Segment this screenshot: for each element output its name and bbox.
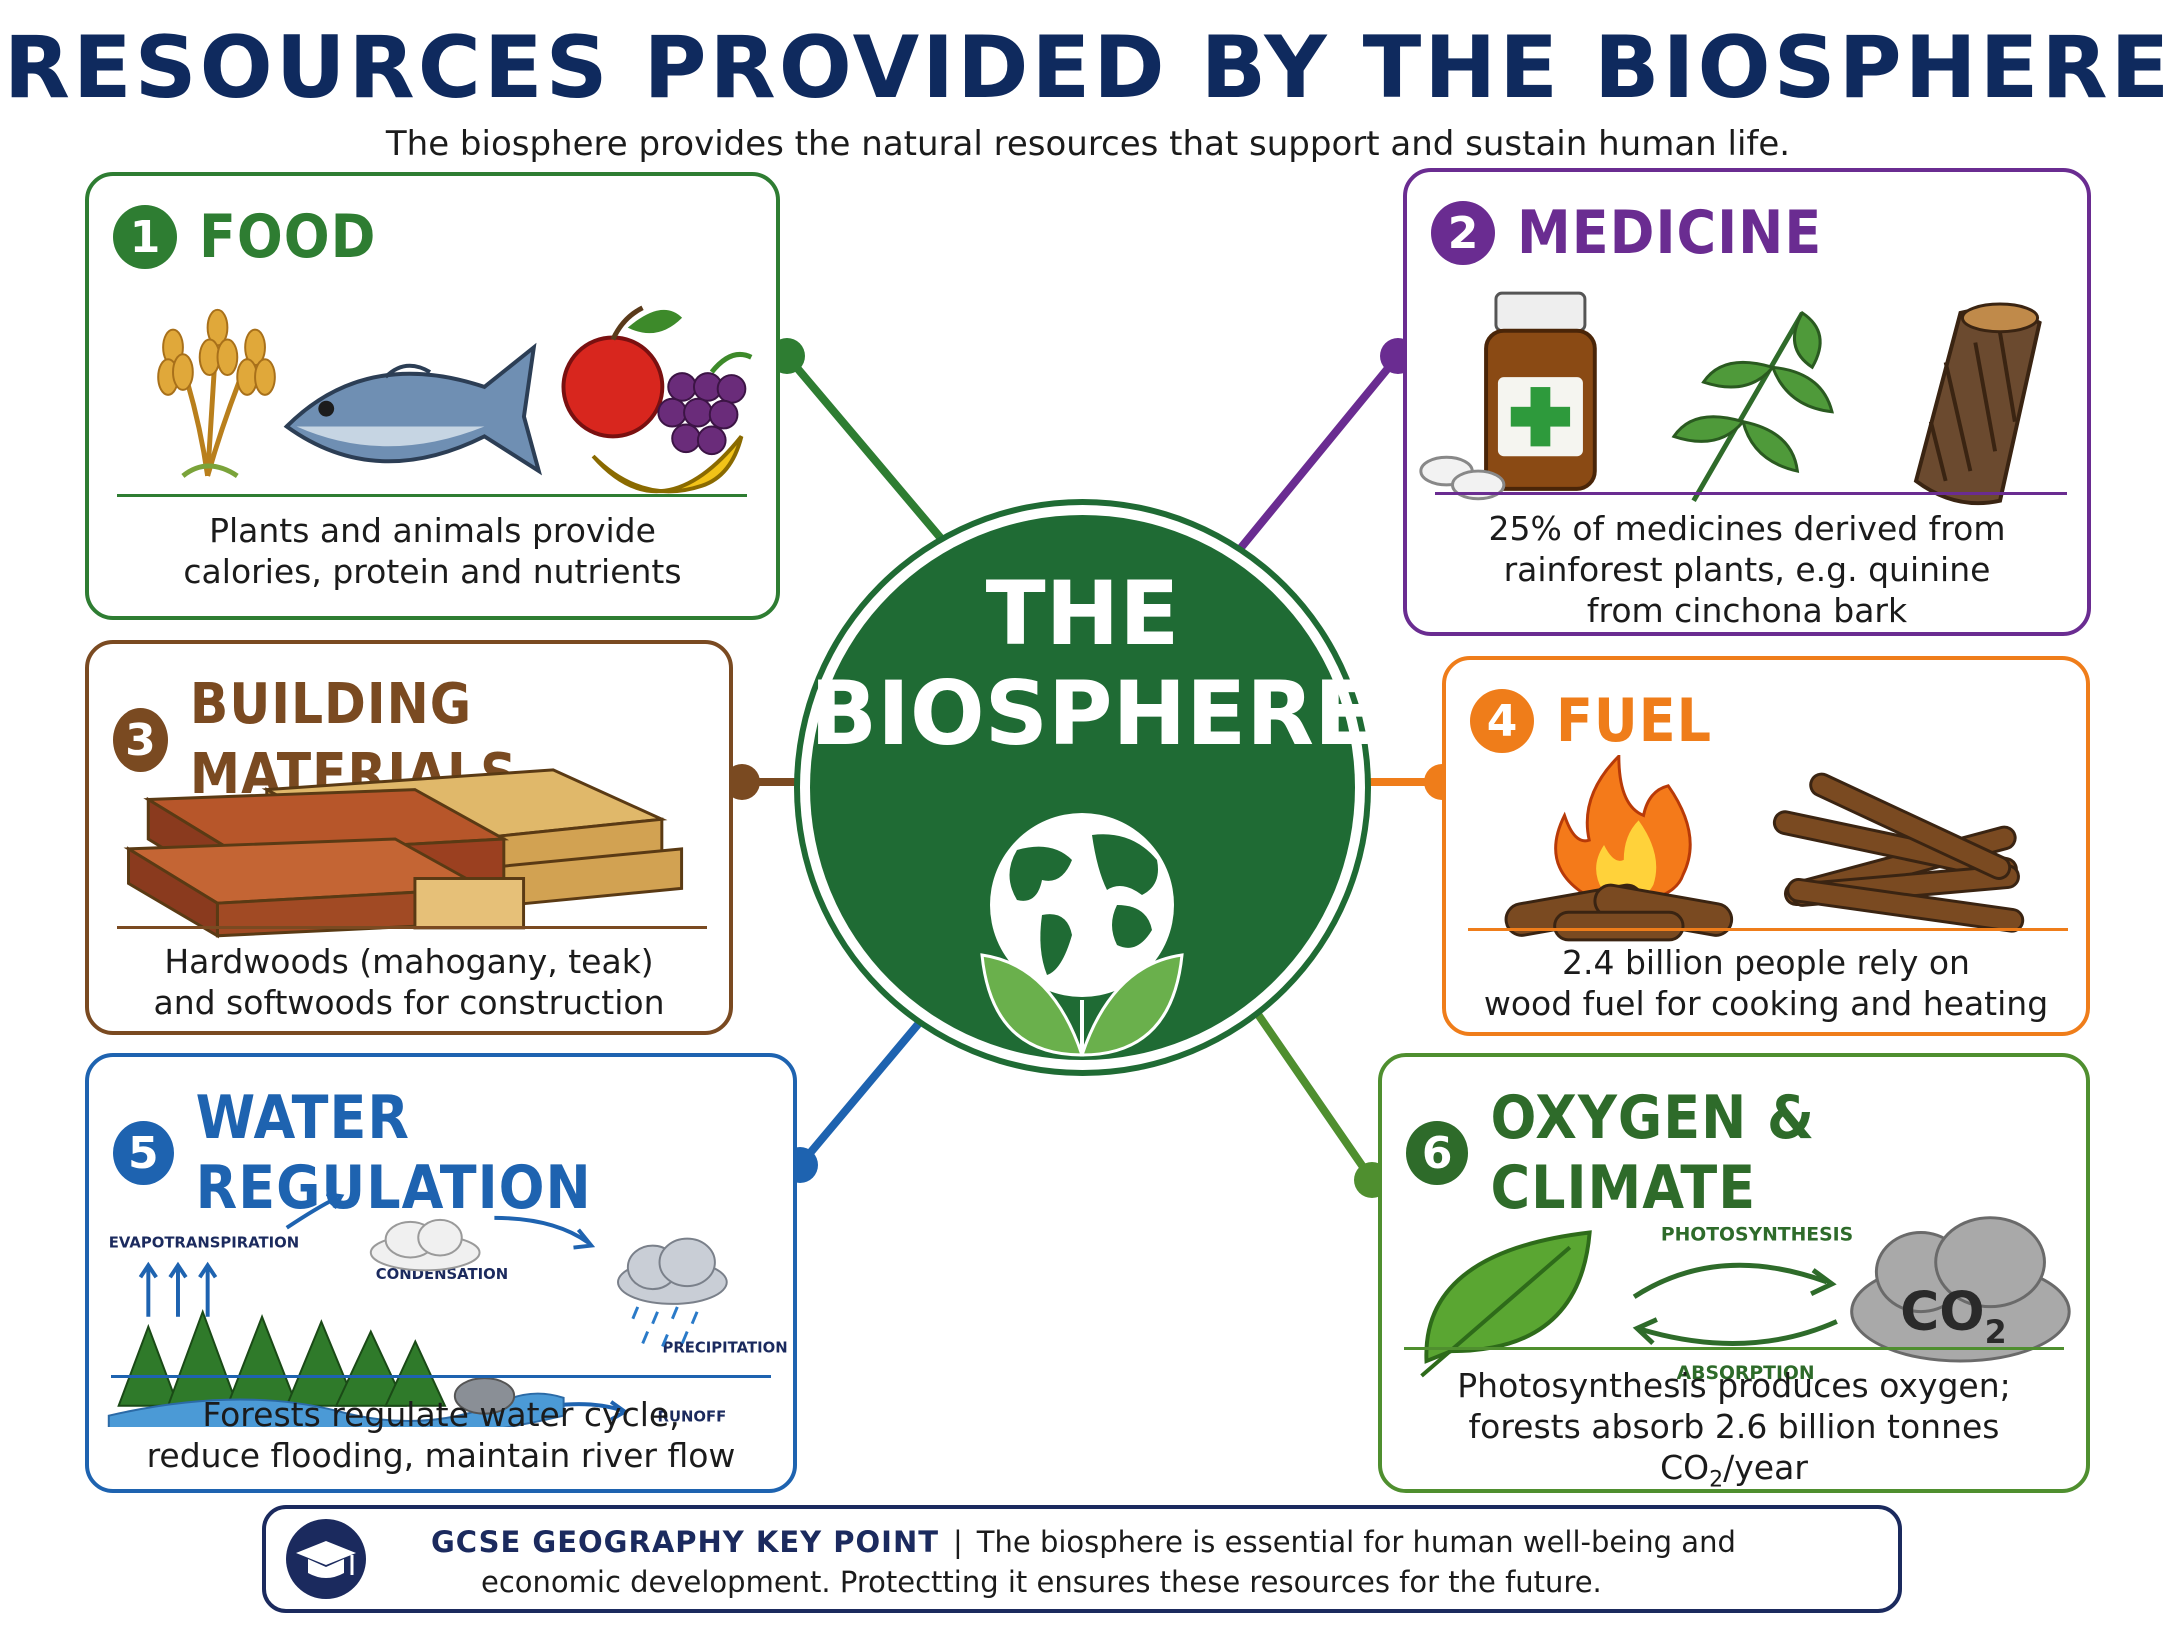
globe-leaves-icon [980,813,1184,1057]
card-food-title: FOOD [199,202,377,272]
precipitation-label: PRECIPITATION [662,1339,787,1356]
card-fuel-number: 4 [1470,689,1534,753]
leaf-icon [1420,1230,1592,1378]
fruit-icon [561,305,753,494]
co2-subscript: 2 [1985,1315,2007,1351]
card-medicine-divider [1435,492,2067,495]
card-food-header: 1 FOOD [113,202,376,272]
card-fuel-divider [1468,928,2068,931]
card-fuel-title: FUEL [1556,686,1712,756]
absorption-label: ABSORPTION [1677,1363,1815,1384]
page-subtitle: The biosphere provides the natural resou… [385,124,1791,164]
rain-cloud-icon [617,1237,728,1348]
card-water-number: 5 [113,1121,174,1185]
link-medicine [1231,352,1402,559]
hub-title-line2: BIOSPHERE [810,662,1375,765]
cloud-icon [369,1218,481,1272]
card-food-illustration [157,305,753,494]
page-title: RESOURCES PROVIDED BY THE BIOSPHERE [3,18,2173,118]
link-food [783,352,959,559]
evapotranspiration-label: EVAPOTRANSPIRATION [109,1235,299,1252]
card-water-description: Forests regulate water cycle,reduce floo… [146,1395,736,1475]
card-food: 1 FOOD [85,172,780,620]
card-fuel-header: 4 FUEL [1470,686,1712,756]
card-fuel-illustration [1504,755,2025,942]
campfire-icon [1504,755,1734,942]
card-building: 3 BUILDING MATERIALS Hardwoods (mahogany… [85,640,733,1035]
bark-icon [1913,302,2042,506]
card-oxygen: 6 OXYGEN & CLIMATE PHOTOSYNTHESIS ABSORP… [1378,1053,2090,1493]
medicine-bottle-icon [1419,291,1597,501]
arrows [138,1192,629,1422]
card-water-header: 5 WATER REGULATION [113,1083,793,1223]
firewood-icon [1772,772,2025,933]
river-icon [107,1392,565,1427]
fish-icon [283,342,543,476]
card-building-divider [117,926,707,929]
card-oxygen-title: OXYGEN & CLIMATE [1490,1083,1816,1223]
card-food-divider [117,494,747,497]
footer-text-line2: economic development. Protectting it ens… [481,1565,1602,1599]
card-oxygen-description: Photosynthesis produces oxygen;forests a… [1382,1365,2086,1501]
card-building-description: Hardwoods (mahogany, teak)and softwoods … [153,942,665,1022]
photosynthesis-label: PHOTOSYNTHESIS [1661,1224,1853,1245]
card-oxygen-header: 6 OXYGEN & CLIMATE [1406,1083,2086,1223]
card-medicine-illustration [1419,291,2042,506]
card-water: 5 WATER REGULATION EVAPOTRANSPIRATION CO… [85,1053,797,1493]
graduation-cap-icon [286,1519,366,1599]
card-building-number: 3 [113,708,168,772]
card-water-title: WATER REGULATION [195,1083,592,1223]
co2-per-year: CO2/year [1660,1448,1808,1493]
link-oxygen [1251,1006,1376,1184]
runoff-label: RUNOFF [658,1409,727,1426]
biosphere-hub: THE BIOSPHERE [810,515,1375,1060]
card-medicine: 2 MEDICINE [1403,168,2091,636]
hub-title-line1: THE [985,562,1180,665]
water-cycle-diagram: EVAPOTRANSPIRATION CONDENSATION PRECIPIT… [107,1192,788,1427]
card-medicine-title: MEDICINE [1517,198,1823,268]
card-food-number: 1 [113,205,177,269]
card-water-divider [111,1375,771,1378]
co2-cloud-icon: CO2 [1850,1216,2071,1363]
rock-icon [453,1377,516,1415]
leaf-branch-icon [1671,310,1834,502]
link-building-node [724,764,760,800]
card-oxygen-number: 6 [1406,1121,1469,1185]
co2-label: CO [1900,1279,1985,1342]
card-oxygen-divider [1404,1347,2064,1350]
footer-line1: GCSE GEOGRAPHY KEY POINT | The biosphere i… [431,1523,1736,1561]
card-oxygen-illustration: PHOTOSYNTHESIS ABSORPTION CO2 [1420,1216,2071,1384]
cycle-arrows [1632,1262,1838,1346]
link-water [796,1006,934,1169]
footer-separator: | [953,1525,963,1559]
wheat-icon [157,308,276,478]
card-medicine-number: 2 [1431,201,1495,265]
key-point-footer: GCSE GEOGRAPHY KEY POINT | The biosphere i… [262,1505,1902,1613]
svg-text:CO2: CO2 [1900,1279,2007,1351]
footer-text-line1: The biosphere is essential for human wel… [976,1525,1736,1559]
timber-planks-icon [123,768,684,939]
forest-icon [117,1308,447,1407]
card-medicine-header: 2 MEDICINE [1431,198,1822,268]
footer-key-label: GCSE GEOGRAPHY KEY POINT [431,1525,940,1559]
